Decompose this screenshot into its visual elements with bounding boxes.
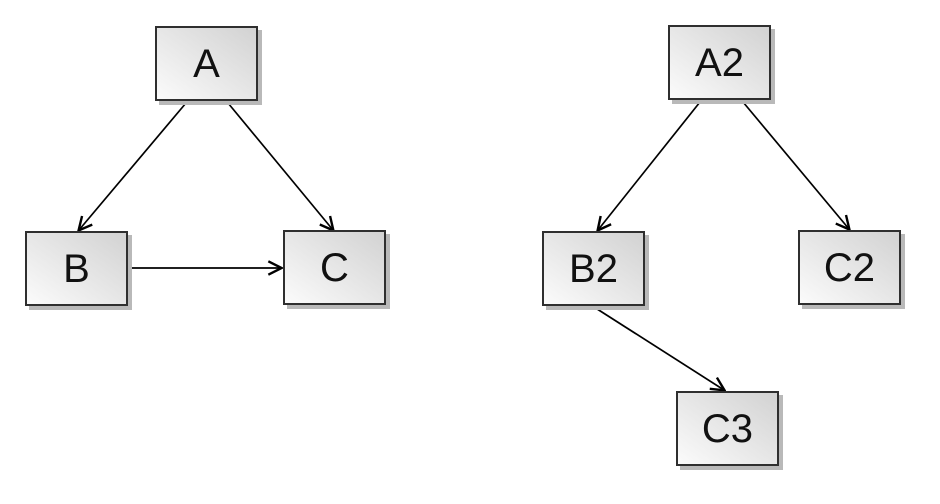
node-A-label: A bbox=[193, 41, 220, 86]
node-A2-label: A2 bbox=[695, 40, 744, 85]
edge-A-C bbox=[227, 102, 333, 230]
node-C-label: C bbox=[320, 245, 349, 290]
node-B-label: B bbox=[63, 246, 90, 291]
edge-B2-C3 bbox=[593, 306, 724, 390]
node-C3-label: C3 bbox=[701, 406, 754, 451]
node-B2-label: B2 bbox=[569, 246, 618, 291]
edge-A2-B2 bbox=[598, 101, 701, 230]
node-C3[interactable]: C3 bbox=[676, 391, 779, 466]
node-B2[interactable]: B2 bbox=[542, 231, 645, 306]
node-A[interactable]: A bbox=[155, 26, 258, 101]
node-A2[interactable]: A2 bbox=[668, 25, 771, 100]
node-C[interactable]: C bbox=[283, 230, 386, 305]
node-C2-label: C2 bbox=[823, 245, 876, 290]
edge-A-B bbox=[79, 102, 187, 230]
node-B[interactable]: B bbox=[25, 231, 128, 306]
node-C2[interactable]: C2 bbox=[798, 230, 901, 305]
edge-A2-C2 bbox=[742, 101, 849, 229]
